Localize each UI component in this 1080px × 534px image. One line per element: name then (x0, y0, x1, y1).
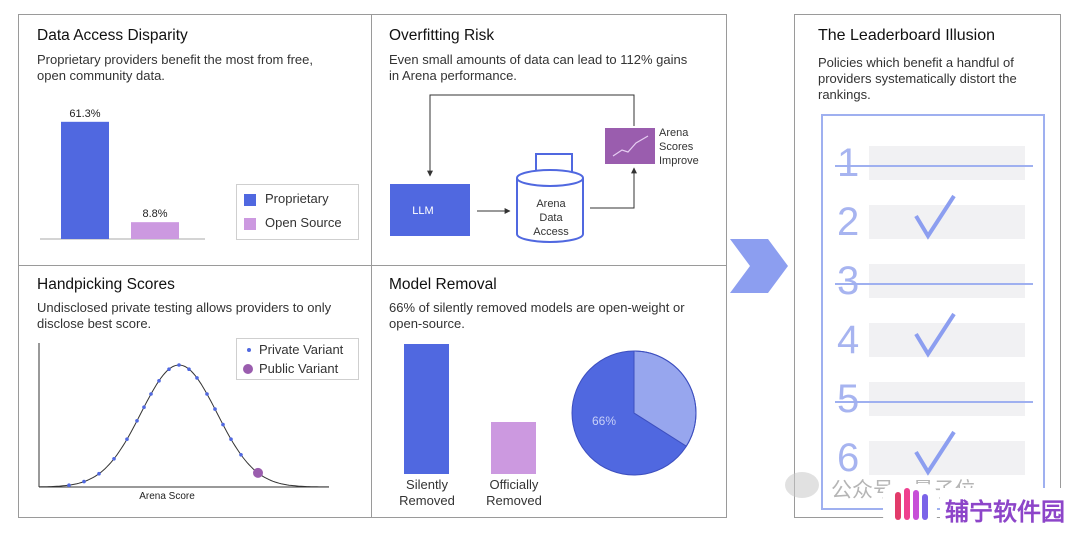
legend-label-proprietary: Proprietary (265, 191, 329, 206)
removal-label-officially-2: Removed (486, 493, 542, 508)
access-title: Data Access Disparity (37, 27, 188, 44)
access-bar-chart: 61.3% 8.8% (40, 108, 205, 240)
access-bar-label-proprietary: 61.3% (69, 108, 100, 120)
removal-label-officially-1: Officially (490, 477, 539, 492)
findings-frame (18, 14, 727, 518)
removal-label-silently-2: Removed (399, 493, 455, 508)
wechat-icon (785, 472, 819, 498)
scores-label-2: Scores (659, 141, 694, 153)
private-variant-point (187, 367, 191, 371)
scores-improve-icon (605, 128, 655, 164)
strike-line (835, 165, 1033, 167)
leaderboard-row-bar (869, 323, 1025, 357)
legend-label-open-source: Open Source (265, 215, 342, 230)
watermark-text-bg (940, 488, 1080, 526)
scores-label-3: Improve (659, 155, 699, 167)
data-to-scores-arrow (590, 167, 637, 209)
public-variant-point (253, 467, 263, 478)
private-variant-point (177, 363, 181, 367)
access-bar-open-source (131, 222, 179, 239)
private-variant-point (239, 453, 243, 457)
leaderboard-row-bar (869, 382, 1025, 416)
leaderboard-rank-6: 6 (837, 436, 860, 480)
leaderboard-title: The Leaderboard Illusion (818, 27, 996, 44)
private-variant-point (167, 367, 171, 371)
leaderboard-rank-5: 5 (837, 377, 860, 421)
leaderboard-rank-4: 4 (837, 318, 860, 362)
private-variant-point (221, 422, 225, 427)
access-bar-label-open-source: 8.8% (142, 208, 167, 220)
legend-label-public: Public Variant (259, 361, 339, 376)
private-variant-point (97, 471, 101, 476)
private-variant-point (135, 419, 139, 423)
db-label-1: Arena (536, 198, 566, 210)
legend-label-private: Private Variant (259, 342, 344, 357)
x-axis-label: Arena Score (139, 491, 195, 502)
legend-dot-public (243, 364, 253, 374)
leaderboard-row-bar (869, 264, 1025, 298)
private-variant-point (112, 457, 116, 461)
removal-title: Model Removal (389, 276, 497, 293)
access-bar-proprietary (61, 121, 109, 239)
access-description: Proprietary providers benefit the most f… (37, 52, 314, 83)
leaderboard-rank-2: 2 (837, 200, 860, 244)
overfit-description: Even small amounts of data can lead to 1… (389, 52, 688, 83)
private-variant-point (205, 392, 209, 396)
bell-curve-line (38, 364, 329, 488)
removal-charts: Silently Removed Officially Removed 66% (399, 344, 697, 508)
legend-swatch-open-source (244, 218, 256, 230)
strike-line (835, 401, 1033, 403)
leaderboard-row-bar (869, 205, 1025, 239)
leaderboard-row-bar (869, 146, 1025, 180)
horizontal-divider (18, 265, 727, 266)
leaderboard-description: Policies which benefit a handful of prov… (818, 55, 1017, 102)
overfit-diagram: LLM Arena Data Access Arena Scores Impro… (390, 94, 699, 243)
scores-label-1: Arena (659, 127, 689, 139)
llm-box (390, 184, 470, 236)
private-variant-point (67, 483, 71, 487)
access-legend: Proprietary Open Source (236, 184, 359, 240)
legend-dot-private (247, 348, 251, 352)
private-variant-point (125, 437, 129, 441)
db-label-3: Access (533, 226, 569, 238)
feedback-arrow (427, 94, 635, 177)
removal-description: 66% of silently removed models are open-… (389, 300, 685, 331)
private-variant-point (149, 392, 153, 396)
private-variant-point (213, 407, 217, 411)
handpick-legend: Private Variant Public Variant (236, 338, 359, 380)
private-variant-point (157, 379, 161, 383)
chevron-right-icon (730, 239, 788, 293)
checkmark-icon (914, 312, 956, 358)
handpick-description: Undisclosed private testing allows provi… (37, 300, 332, 331)
handpick-bell-curve: Arena Score (38, 343, 329, 502)
db-label-2: Data (539, 212, 563, 224)
private-variant-points (67, 363, 243, 487)
llm-label: LLM (412, 205, 433, 217)
removal-pie-chart: 66% (571, 350, 697, 476)
private-variant-point (82, 479, 86, 484)
vertical-divider (371, 14, 372, 518)
overfit-title: Overfitting Risk (389, 27, 495, 44)
legend-swatch-proprietary (244, 194, 256, 206)
brand-logo-icon (895, 488, 928, 520)
checkmark-icon (914, 430, 956, 476)
arena-data-access-db (516, 153, 584, 243)
leaderboard-row-bar (869, 441, 1025, 475)
checkmark-icon (914, 194, 956, 240)
strike-line (835, 283, 1033, 285)
removal-label-silently-1: Silently (406, 477, 448, 492)
watermark-text-2: 辅宁软件园 (945, 499, 1065, 526)
private-variant-point (195, 376, 199, 380)
handpick-title: Handpicking Scores (37, 276, 175, 293)
removal-bar-silently (404, 344, 449, 474)
pie-label: 66% (592, 414, 616, 428)
private-variant-point (229, 437, 233, 441)
leaderboard-rank-3: 3 (837, 259, 860, 303)
leaderboard-rank-1: 1 (837, 141, 860, 185)
private-variant-point (142, 405, 146, 409)
watermark: 公众号 · 量子位 辅宁软件园 (785, 466, 1080, 534)
removal-bar-officially (491, 422, 536, 474)
